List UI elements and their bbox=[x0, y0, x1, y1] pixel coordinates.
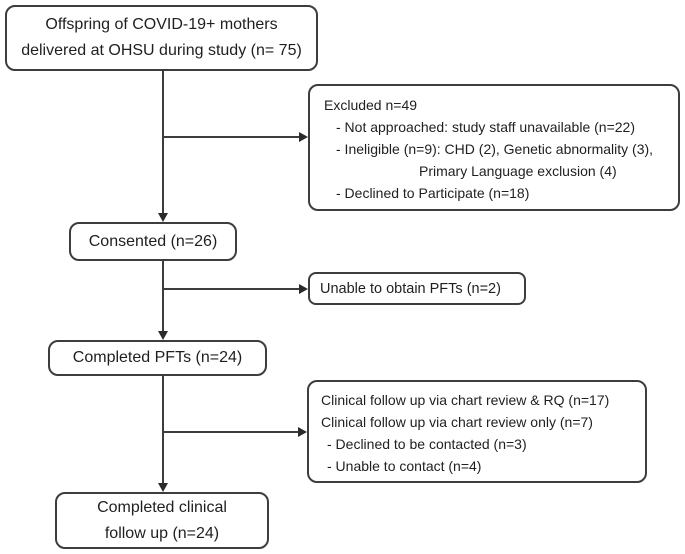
connector-branch-to-clinical-followup bbox=[163, 431, 299, 433]
arrowhead-down-icon bbox=[158, 213, 168, 222]
node-text-line: Clinical follow up via chart review only… bbox=[321, 414, 593, 430]
node-text-line: Unable to obtain PFTs (n=2) bbox=[320, 280, 501, 297]
node-unable-to-obtain-pfts: Unable to obtain PFTs (n=2) bbox=[308, 272, 526, 305]
node-clinical-followup-detail: Clinical follow up via chart review & RQ… bbox=[307, 380, 647, 483]
arrowhead-right-icon bbox=[298, 427, 307, 437]
node-offspring-of-covid-mothers: Offspring of COVID-19+ mothers delivered… bbox=[5, 5, 318, 71]
node-completed-clinical-followup: Completed clinical follow up (n=24) bbox=[55, 492, 269, 549]
node-excluded: Excluded n=49 - Not approached: study st… bbox=[308, 84, 680, 211]
node-text-line: - Declined to Participate (n=18) bbox=[336, 185, 530, 201]
node-text-line: - Declined to be contacted (n=3) bbox=[327, 436, 527, 452]
node-text-line: Completed PFTs (n=24) bbox=[72, 349, 243, 366]
node-text-line: delivered at OHSU during study (n= 75) bbox=[21, 42, 302, 59]
node-text-line: - Not approached: study staff unavailabl… bbox=[336, 119, 635, 135]
node-text-line: Primary Language exclusion (4) bbox=[419, 163, 617, 179]
arrowhead-down-icon bbox=[158, 483, 168, 492]
node-text-line: follow up (n=24) bbox=[104, 524, 220, 542]
node-text-line: Clinical follow up via chart review & RQ… bbox=[321, 392, 610, 408]
connector-branch-to-unable-pfts bbox=[163, 288, 300, 290]
node-consented: Consented (n=26) bbox=[69, 222, 237, 261]
connector-branch-to-excluded bbox=[163, 136, 300, 138]
node-text-line: Consented (n=26) bbox=[88, 232, 218, 250]
arrowhead-right-icon bbox=[299, 284, 308, 294]
node-text-line: Excluded n=49 bbox=[324, 97, 418, 113]
node-text-line: - Unable to contact (n=4) bbox=[327, 458, 482, 474]
connector-completed-pfts-to-completed-clinical bbox=[162, 375, 164, 484]
node-text-line: Completed clinical bbox=[97, 498, 227, 516]
arrowhead-down-icon bbox=[158, 331, 168, 340]
connector-consented-to-completed-pfts bbox=[162, 260, 164, 332]
arrowhead-right-icon bbox=[299, 132, 308, 142]
node-text-line: - Ineligible (n=9): CHD (2), Genetic abn… bbox=[336, 141, 654, 157]
node-text-line: Offspring of COVID-19+ mothers bbox=[45, 16, 278, 33]
node-completed-pfts: Completed PFTs (n=24) bbox=[48, 340, 267, 376]
connector-offspring-to-consented bbox=[162, 70, 164, 214]
